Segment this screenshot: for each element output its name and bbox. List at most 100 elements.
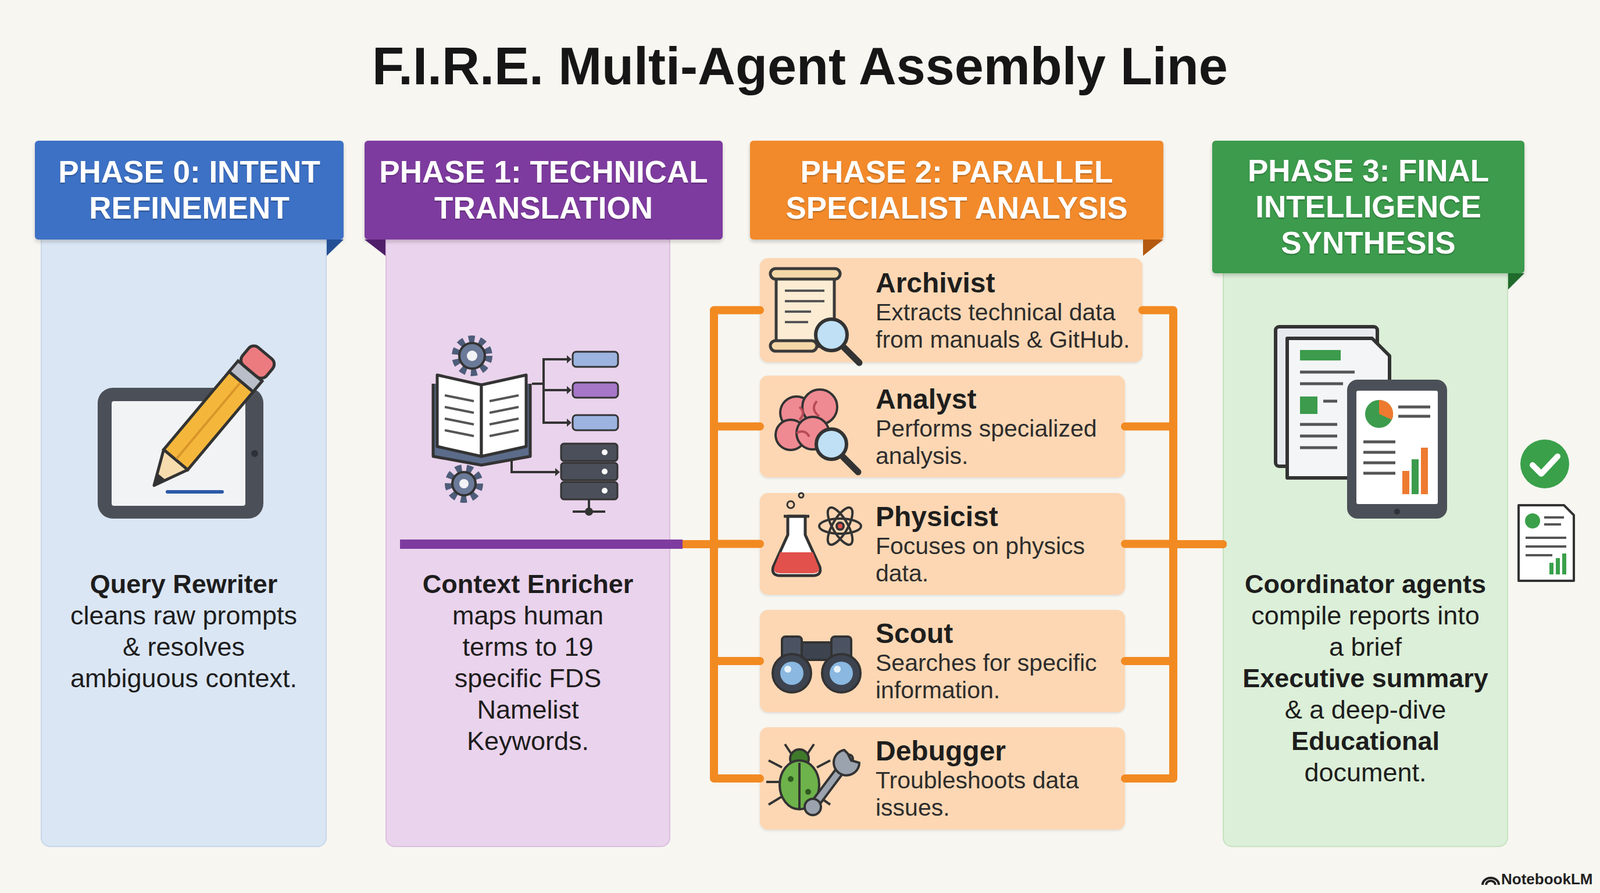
tablet-icon xyxy=(111,401,246,506)
bug-icon xyxy=(768,796,782,805)
server-icon xyxy=(561,443,618,462)
card-text: ArchivistExtracts technical data from ma… xyxy=(875,258,1137,363)
connector xyxy=(670,540,760,549)
description: Focuses on physics data. xyxy=(875,532,1120,588)
atom-icon xyxy=(819,504,862,548)
mini-report-icon xyxy=(1525,513,1541,529)
phase-body: Query Rewritercleans raw prompts & resol… xyxy=(41,568,326,695)
scroll-icon xyxy=(776,272,835,347)
phase-column: PHASE 0: INTENT REFINEMENTQuery Rewriter… xyxy=(40,140,327,848)
wrench-icon xyxy=(813,758,849,806)
report-icon xyxy=(1300,423,1338,427)
connector xyxy=(670,310,760,545)
description: maps human terms to 19 specific FDS Name… xyxy=(417,600,639,757)
scroll-icon xyxy=(784,300,825,303)
mini-report-icon xyxy=(1544,523,1562,526)
phase-title: PHASE 0: INTENT REFINEMENT xyxy=(34,140,344,240)
bug-icon xyxy=(766,780,781,784)
flask-icon xyxy=(773,552,819,574)
brain-icon xyxy=(775,419,806,450)
agent-name: Scout xyxy=(875,618,1120,650)
flask-icon xyxy=(787,501,795,509)
mini-report-icon xyxy=(1549,562,1554,575)
brain-icon xyxy=(816,429,847,460)
bug-icon xyxy=(779,760,820,810)
server-icon xyxy=(601,449,608,456)
bug-icon xyxy=(784,744,792,755)
brain-icon xyxy=(780,396,813,430)
book-icon xyxy=(444,430,474,437)
report-icon xyxy=(1275,326,1378,467)
mini-report-icon xyxy=(1555,558,1560,575)
binoculars-icon xyxy=(772,636,861,693)
atom-icon xyxy=(823,504,858,548)
tablet-icon xyxy=(251,450,259,457)
connector xyxy=(670,544,760,779)
server-icon xyxy=(561,462,618,481)
phase-title: PHASE 3: FINAL INTELLIGENCE SYNTHESIS xyxy=(1212,140,1525,274)
data-field-icon xyxy=(572,382,619,398)
watermark-logo xyxy=(1482,877,1499,885)
pencil-icon xyxy=(229,361,263,392)
server-icon xyxy=(584,507,594,516)
key-term: Query Rewriter xyxy=(41,568,326,600)
flask-icon xyxy=(772,516,821,576)
data-field-icon xyxy=(572,415,619,431)
key-term: Coordinator agents xyxy=(1223,568,1507,600)
data-flow-icon xyxy=(587,500,591,512)
server-icon xyxy=(561,481,618,500)
data-field-icon xyxy=(555,351,619,477)
tablet-chart-icon xyxy=(1398,405,1431,409)
bug-icon xyxy=(766,744,831,805)
description: Extracts technical data from manuals & G… xyxy=(875,298,1137,354)
agent-card: ScoutSearches for specific information. xyxy=(759,609,1125,713)
trunk-line xyxy=(400,539,683,549)
data-flow-icon xyxy=(543,383,567,391)
tablet-chart-icon xyxy=(1363,472,1396,475)
connector xyxy=(1125,544,1223,779)
agent-card: AnalystPerforms specialized analysis. xyxy=(759,375,1125,478)
book-icon xyxy=(489,430,519,437)
report-icon xyxy=(1300,434,1338,438)
book-icon xyxy=(433,375,531,466)
wrench-icon xyxy=(804,798,821,816)
data-field-icon xyxy=(566,386,572,395)
gear-icon xyxy=(448,468,480,499)
scroll-icon xyxy=(770,268,841,280)
book-icon xyxy=(444,395,474,402)
atom-icon xyxy=(836,522,844,530)
data-field-icon xyxy=(555,468,560,477)
key-term: Educational xyxy=(1223,725,1507,757)
agent-name: Analyst xyxy=(875,383,1120,416)
description: Searches for specific information. xyxy=(875,649,1120,705)
header-fold xyxy=(326,239,1525,290)
report-icon xyxy=(1300,396,1318,414)
book-icon xyxy=(489,406,519,413)
flask-icon xyxy=(783,515,810,519)
header-fold xyxy=(1508,273,1525,290)
tablet-chart-icon xyxy=(1363,440,1396,444)
report-icon xyxy=(1300,370,1355,374)
agent-name: Debugger xyxy=(875,735,1120,767)
check-badge xyxy=(1520,439,1570,489)
agent-name: Physicist xyxy=(875,501,1120,533)
card-text: AnalystPerforms specialized analysis. xyxy=(875,375,1120,478)
binoculars-icon xyxy=(772,654,812,693)
tablet-chart-icon xyxy=(1379,400,1394,420)
watermark-logo xyxy=(1486,880,1496,885)
mini-report-icon xyxy=(1518,505,1574,581)
brain-icon xyxy=(775,389,859,473)
book-icon xyxy=(444,406,474,413)
data-flow-icon xyxy=(531,359,567,384)
gear-icon xyxy=(448,339,489,499)
binoculars-icon xyxy=(831,636,852,660)
pencil-icon xyxy=(141,343,277,496)
bug-icon xyxy=(790,749,809,769)
connector xyxy=(1125,544,1223,662)
tablet-chart-icon xyxy=(1411,459,1419,495)
book-icon xyxy=(489,395,519,402)
atom-icon xyxy=(823,504,858,548)
wrench-icon xyxy=(813,758,849,806)
mini-report-icon xyxy=(1544,516,1564,519)
